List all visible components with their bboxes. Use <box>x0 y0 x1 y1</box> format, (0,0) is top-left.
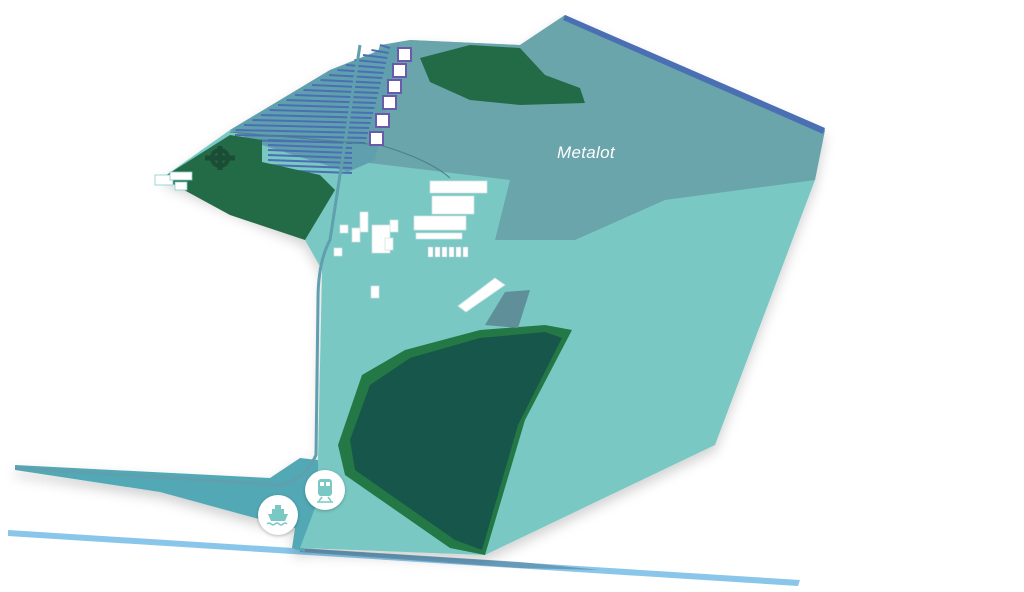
solar-panel-row <box>379 44 391 49</box>
solar-panel-row <box>267 159 353 164</box>
solar-panel-row <box>362 54 388 59</box>
solar-panel-row <box>337 69 384 74</box>
solar-panel-row <box>277 104 375 109</box>
forest-core <box>350 332 562 550</box>
warehouse <box>369 131 384 146</box>
solar-panel-row <box>269 109 374 114</box>
building-shadow <box>485 290 530 328</box>
tank <box>448 246 455 258</box>
warehouse <box>387 79 402 94</box>
green-area-west <box>162 135 335 240</box>
solar-panel-row <box>286 99 376 104</box>
harbour-marker[interactable] <box>258 495 298 535</box>
solar-panel-row <box>267 149 353 154</box>
solar-panel-row <box>311 84 380 89</box>
solar-panel-row <box>267 164 353 169</box>
solar-panel-row <box>267 139 353 144</box>
solar-panel-row <box>345 64 385 69</box>
tank <box>434 246 441 258</box>
green-area-north <box>420 45 585 105</box>
facility-west <box>154 171 193 191</box>
solar-panel-row <box>252 119 371 124</box>
solar-panel-row <box>303 89 379 94</box>
warehouse <box>397 47 412 62</box>
warehouse <box>392 63 407 78</box>
boundary-stripe <box>563 15 825 134</box>
solar-panel-row <box>294 94 378 99</box>
area-label-metalot: Metalot <box>557 143 615 162</box>
ship-icon <box>266 505 288 526</box>
tank <box>462 246 469 258</box>
warehouse <box>382 95 397 110</box>
tank <box>427 246 434 258</box>
solar-panel-row <box>371 49 389 54</box>
warehouse-row <box>369 47 412 146</box>
solar-panel-row <box>267 154 353 159</box>
tank <box>441 246 448 258</box>
solar-panel-row <box>260 114 372 119</box>
train-icon <box>317 479 333 503</box>
solar-panel-row <box>354 59 387 64</box>
main-road <box>14 44 362 487</box>
river-shadow <box>300 548 600 570</box>
tanks <box>427 246 469 258</box>
buildings <box>333 180 506 313</box>
solar-panel-row <box>267 144 353 149</box>
tank <box>455 246 462 258</box>
solar-panel-row <box>320 79 381 84</box>
warehouse <box>375 113 390 128</box>
train-station-marker[interactable] <box>305 470 345 510</box>
canal <box>15 458 330 552</box>
